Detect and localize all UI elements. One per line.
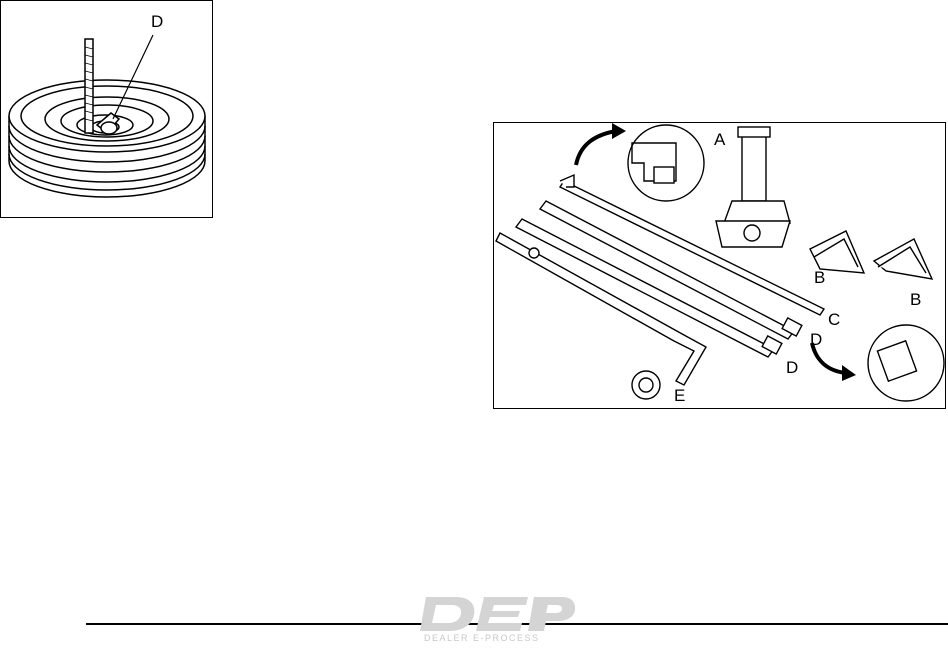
callout-d: D (151, 13, 163, 30)
callout-c: C (828, 311, 840, 328)
callout-a: A (714, 131, 725, 148)
jack-tools-figure: A B B C D D E (493, 122, 946, 409)
jack-tools-illustration (494, 123, 947, 410)
dep-watermark-logo: DEALER E-PROCESS (410, 593, 580, 648)
callout-e: E (674, 387, 685, 404)
spare-tire-figure: D (0, 0, 213, 218)
callout-d-upper: D (810, 331, 822, 348)
dep-watermark-text: DEALER E-PROCESS (424, 633, 540, 643)
dep-logo-mark (410, 593, 580, 633)
spare-tire-illustration (1, 1, 214, 219)
callout-b-right: B (910, 291, 921, 308)
callout-b-left: B (814, 269, 825, 286)
callout-d-lower: D (786, 359, 798, 376)
